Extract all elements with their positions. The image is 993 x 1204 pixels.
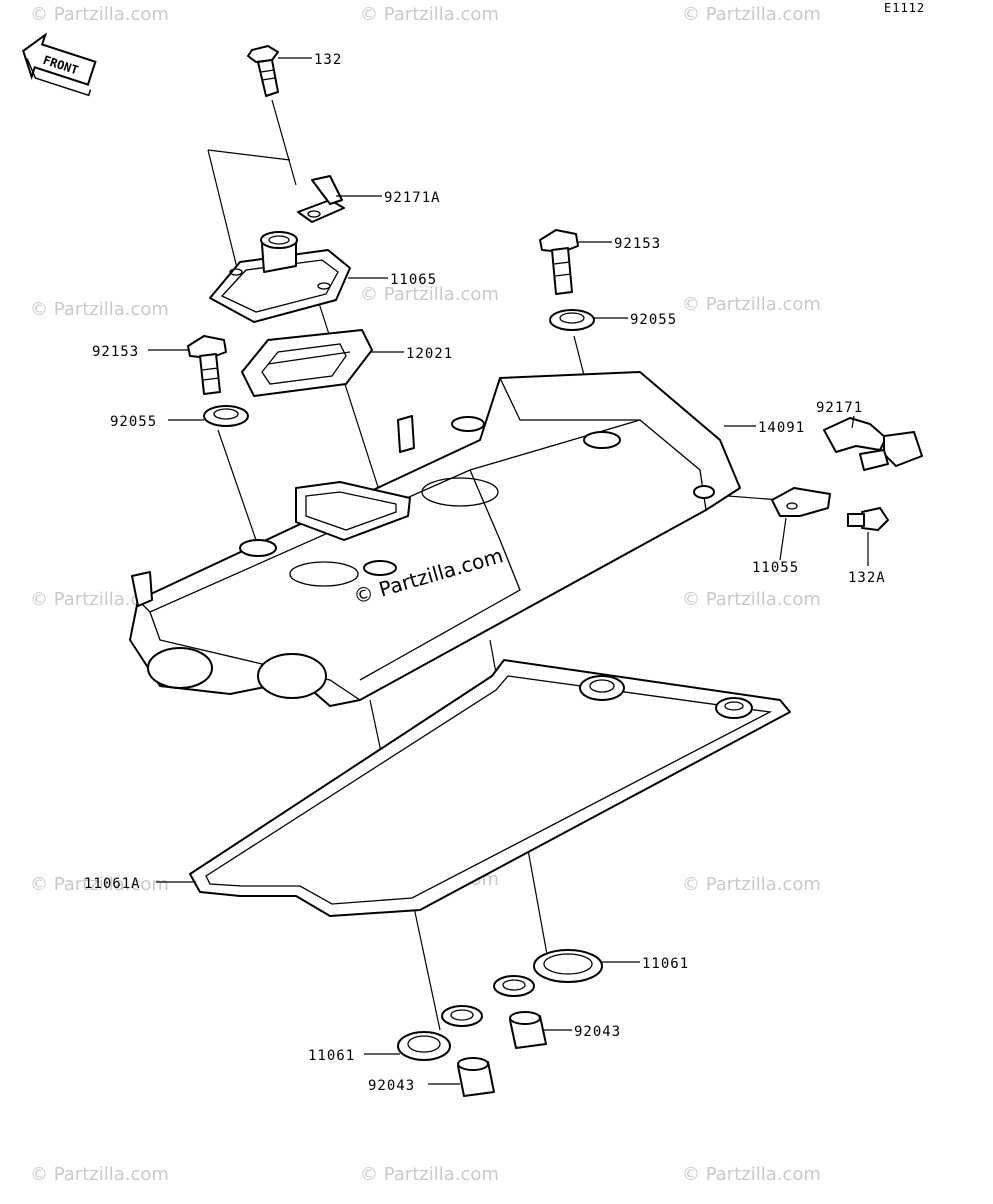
gasket-11061a-icon <box>189 659 791 917</box>
leader-lines <box>148 57 869 1085</box>
cylinder-head-cover-14091-icon <box>129 371 741 707</box>
watermark: © Partzilla.com <box>360 284 499 305</box>
part-label-11061-left[interactable]: 11061 <box>308 1048 355 1064</box>
part-label-11055[interactable]: 11055 <box>752 560 799 576</box>
watermark: © Partzilla.com <box>682 874 821 895</box>
washer-92055-right-icon <box>549 309 595 331</box>
watermark: © Partzilla.com <box>682 1164 821 1185</box>
part-label-14091[interactable]: 14091 <box>758 420 805 436</box>
watermark-layer: © Partzilla.com © Partzilla.com © Partzi… <box>30 4 821 1185</box>
bracket-11055-icon <box>771 487 831 517</box>
part-label-92153-left[interactable]: 92153 <box>92 344 139 360</box>
washer-92055-left-icon <box>203 405 249 427</box>
part-label-132[interactable]: 132 <box>314 52 342 68</box>
watermark: © Partzilla.com <box>30 299 169 320</box>
watermark: © Partzilla.com <box>30 4 169 25</box>
gasket-11061-right-icon <box>493 949 603 997</box>
part-label-92171a[interactable]: 92171A <box>384 190 441 206</box>
bracket-92171a-icon <box>297 175 345 223</box>
watermark: © Partzilla.com <box>682 4 821 25</box>
breather-cover-11065-icon <box>209 231 351 323</box>
part-label-11065[interactable]: 11065 <box>390 272 437 288</box>
part-label-92171[interactable]: 92171 <box>816 400 863 416</box>
watermark: © Partzilla.com <box>30 874 169 895</box>
part-label-92043-left[interactable]: 92043 <box>368 1078 415 1094</box>
diagram-code: E1112 <box>884 1 925 15</box>
part-label-11061-right[interactable]: 11061 <box>642 956 689 972</box>
front-arrow-icon: FRONT <box>22 32 97 97</box>
part-label-132a[interactable]: 132A <box>848 570 886 586</box>
watermark: © Partzilla.com <box>360 4 499 25</box>
bolt-92153-left-icon <box>187 335 227 395</box>
bolt-132-icon <box>247 45 279 97</box>
part-label-12021[interactable]: 12021 <box>406 346 453 362</box>
gasket-12021-icon <box>241 329 373 397</box>
bolt-92153-right-icon <box>539 229 579 295</box>
bushing-92043-left-icon <box>457 1057 495 1097</box>
watermark: © Partzilla.com <box>30 589 169 610</box>
part-label-92055-top[interactable]: 92055 <box>630 312 677 328</box>
part-label-92153-top[interactable]: 92153 <box>614 236 661 252</box>
bushing-92043-right-icon <box>509 1011 547 1049</box>
watermark: © Partzilla.com <box>682 589 821 610</box>
part-label-92055-left[interactable]: 92055 <box>110 414 157 430</box>
gasket-11061-left-icon <box>397 1005 483 1061</box>
watermark: © Partzilla.com <box>682 294 821 315</box>
part-label-11061a[interactable]: 11061A <box>84 876 141 892</box>
bolt-132a-icon <box>847 507 889 531</box>
part-label-92043-right[interactable]: 92043 <box>574 1024 621 1040</box>
part-labels: 132 92171A 11065 92153 92055 92153 12021… <box>84 52 886 1094</box>
watermark: © Partzilla.com <box>30 1164 169 1185</box>
watermark: © Partzilla.com <box>360 1164 499 1185</box>
clamp-92171-icon <box>823 417 923 471</box>
